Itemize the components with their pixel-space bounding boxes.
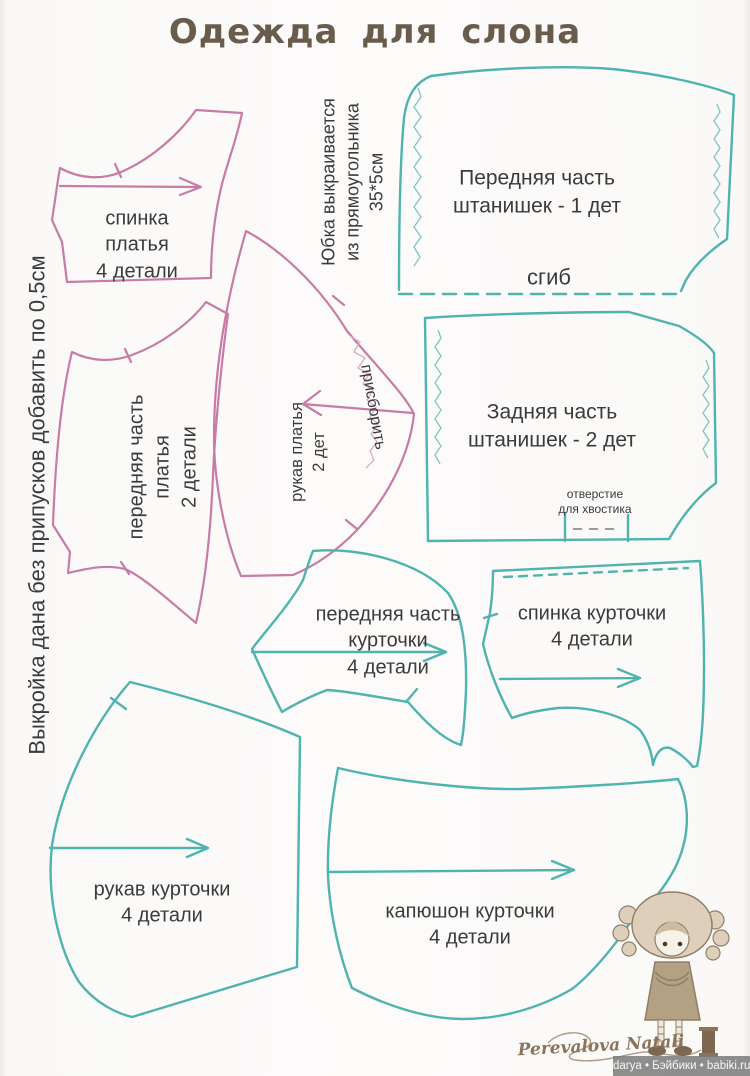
- skirt-note: Юбка выкраивается из прямоугольника 35*5…: [318, 98, 386, 266]
- dress-back-label: спинка платья 4 детали: [96, 207, 178, 283]
- dress-sleeve-label: рукав платья 2 дет: [288, 402, 328, 502]
- grain-arrow: [48, 837, 210, 859]
- shoe: [674, 1046, 692, 1056]
- gather-zigzag: [349, 335, 379, 469]
- zigzag-left: [413, 87, 422, 267]
- grain-arrow: [498, 667, 642, 689]
- site-watermark: darya • Бэйбики • babiki.ru: [613, 1056, 750, 1076]
- notch-mark: [119, 347, 133, 576]
- grain-arrow: [326, 859, 576, 881]
- leg: [657, 1019, 665, 1047]
- jacket-front-label: передняя часть курточки 4 детали: [315, 603, 461, 679]
- pants-back-label: Задняя часть штанишек - 2 дет: [468, 400, 636, 451]
- notch-mark: [482, 612, 499, 620]
- dress-front-label: передняя часть платья 2 детали: [125, 394, 201, 540]
- notch-mark: [404, 687, 419, 704]
- spool-flange: [699, 1027, 718, 1031]
- page-title: Одежда для слона: [168, 12, 582, 52]
- spool-flange: [699, 1053, 718, 1057]
- seam-allowance-note: Выкройка дана без припусков добавить по …: [24, 255, 50, 755]
- pants-back-outline: [423, 310, 718, 543]
- grain-arrow: [250, 641, 448, 663]
- dress-front-outline: [51, 300, 230, 625]
- leg: [675, 1019, 683, 1047]
- doll-illustration: [547, 891, 730, 1062]
- zigzag-right: [713, 103, 721, 239]
- jacket-front-outline: [250, 549, 468, 747]
- dress-back-outline: [50, 108, 244, 284]
- dress: [644, 961, 701, 1021]
- fringe: [654, 921, 690, 937]
- pigtail: [612, 924, 630, 942]
- pigtail: [705, 945, 721, 961]
- eye: [677, 941, 683, 947]
- hood-outline: [326, 766, 689, 1021]
- fold-dashed-line: [502, 566, 690, 579]
- jacket-back-label: спинка курточки 4 детали: [517, 602, 667, 651]
- thread-spool: [702, 1030, 715, 1056]
- grain-arrow: [58, 176, 203, 197]
- crossed-arms: [654, 971, 690, 987]
- pigtail: [712, 929, 730, 947]
- tail-hole-marks: [563, 511, 630, 543]
- pants-front-outline: [397, 66, 736, 296]
- jacket-back-outline: [481, 559, 706, 769]
- dress-sleeve-outline: [212, 229, 416, 578]
- fold-label: сгиб: [527, 264, 571, 290]
- jacket-sleeve-outline: [48, 680, 302, 1019]
- jacket-sleeve-label: рукав курточки 4 детали: [93, 878, 231, 927]
- hood-label: капюшон курточки 4 детали: [385, 900, 555, 949]
- zigzag-left: [434, 329, 442, 465]
- notch-mark: [331, 294, 359, 531]
- sock-stripes: [658, 1026, 682, 1042]
- grain-arrow: [301, 389, 415, 417]
- eye: [662, 941, 668, 947]
- zigzag-right: [702, 359, 710, 459]
- tail-hole-label: отверстие для хвостика: [558, 487, 632, 516]
- notch-mark: [113, 162, 123, 179]
- notch-mark: [109, 696, 128, 711]
- pigtail: [621, 941, 637, 957]
- pants-front-label: Передняя часть штанишек - 1 дет: [453, 166, 621, 217]
- shoe: [648, 1046, 666, 1056]
